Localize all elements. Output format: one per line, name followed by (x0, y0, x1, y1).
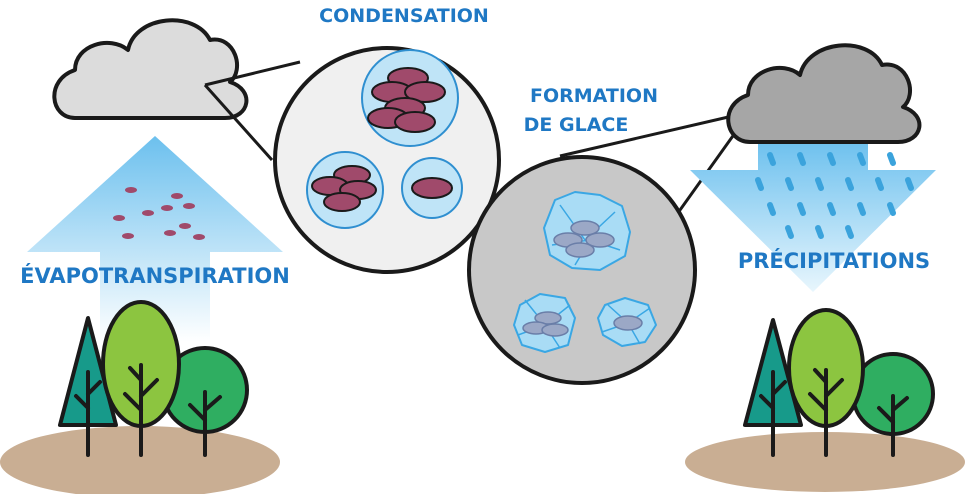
evapotranspiration-arrow (27, 136, 283, 342)
label-formation-line2: DE GLACE (524, 114, 629, 136)
cloud-droplet-large (361, 49, 459, 147)
ice-formation-magnified-circle (467, 155, 697, 385)
label-condensation: CONDENSATION (319, 5, 489, 27)
cloud-droplet-medium (306, 151, 384, 229)
precipitation-arrow (690, 140, 936, 292)
label-precipitations: PRÉCIPITATIONS (738, 248, 930, 273)
round-tree-icon (161, 346, 249, 457)
oval-tree-icon (787, 308, 865, 457)
cloud-droplet-small (401, 157, 463, 219)
label-evapotranspiration: ÉVAPOTRANSPIRATION (20, 263, 290, 288)
trees-right (743, 308, 935, 457)
ice-crystal-medium (513, 293, 576, 353)
oval-tree-icon (101, 300, 181, 457)
label-formation-line1: FORMATION (530, 85, 658, 107)
zoom-lines-condensation (203, 60, 301, 161)
vapor-particles (113, 187, 205, 240)
pine-tree-icon (743, 318, 803, 457)
ground-mound-left (0, 426, 280, 494)
cloud-right-icon (726, 43, 922, 144)
condensation-magnified-circle (273, 46, 501, 274)
ice-crystal-large (543, 191, 631, 271)
cloud-left-icon (52, 18, 249, 120)
ice-crystal-small (597, 297, 657, 347)
trees-left (58, 300, 249, 457)
rain-drops (755, 152, 914, 239)
